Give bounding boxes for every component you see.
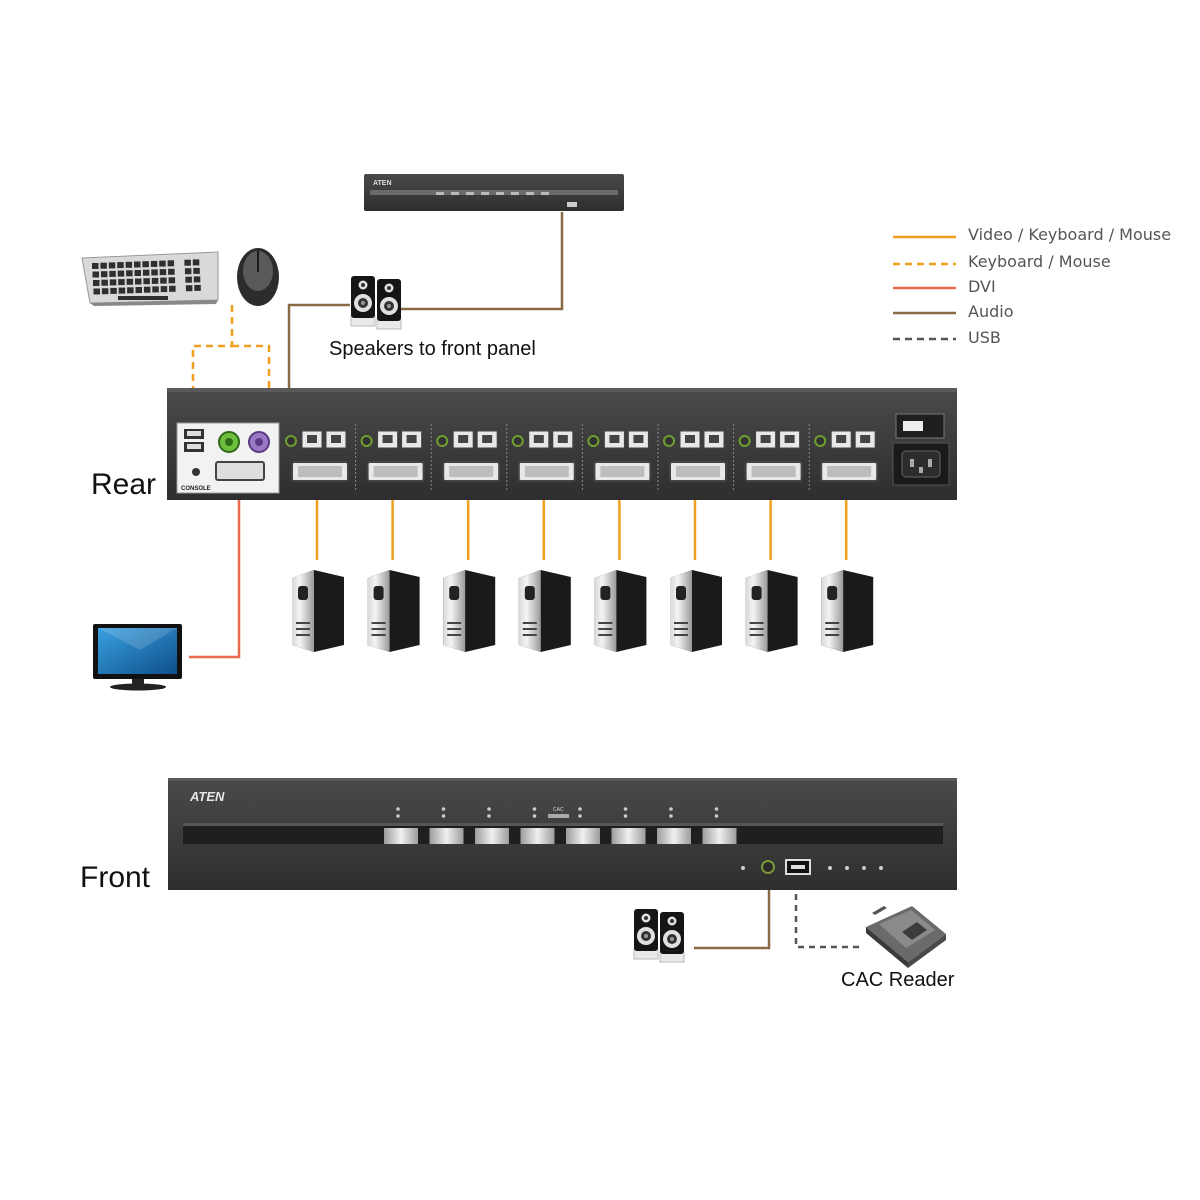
console-usb-ports [184, 429, 204, 452]
computer-tower-icon [292, 570, 344, 652]
monitor-icon [93, 624, 182, 691]
port-led [396, 807, 400, 811]
port-select-button-3[interactable] [475, 828, 509, 844]
audio-port [663, 435, 675, 447]
console-audio-port [192, 468, 200, 476]
port-led [441, 807, 446, 811]
port-led [714, 807, 719, 811]
cac-reader-icon [866, 906, 946, 968]
port-led [623, 814, 628, 818]
port-led [714, 814, 719, 818]
front-cac-label: CAC [553, 807, 564, 813]
audio-port [511, 435, 524, 447]
audio-port [587, 435, 600, 447]
speaker-icon [350, 276, 402, 330]
legend-item-keyboard-mouse: Keyboard / Mouse [968, 252, 1111, 271]
top-unit-brand: ATEN [373, 180, 392, 187]
front-led [741, 866, 745, 870]
rear-label: Rear [91, 468, 157, 501]
rear-port-group-4 [506, 424, 576, 492]
audio-port [814, 435, 827, 447]
speaker-icon [633, 909, 685, 963]
front-audio-port [761, 860, 775, 874]
front-panel: ATEN CAC [168, 778, 957, 890]
port-select-button-7[interactable] [657, 828, 691, 844]
port-select-button-8[interactable] [702, 828, 737, 844]
port-select-button-2[interactable] [429, 828, 464, 844]
port-select-button-5[interactable] [566, 828, 600, 844]
port-led [487, 807, 491, 811]
computer-tower-icon [670, 570, 722, 652]
legend-item-usb: USB [968, 328, 1001, 347]
rear-port-group-7 [733, 424, 803, 492]
rear-panel: CONSOLE [167, 388, 957, 500]
port-led [623, 807, 628, 811]
status-led [862, 866, 866, 870]
port-led [487, 814, 491, 818]
rear-port-group-2 [355, 424, 425, 492]
computer-tower-icon [745, 570, 798, 652]
top-unit: ATEN [364, 174, 624, 211]
computer-tower-icon [594, 570, 647, 652]
rear-port-group-5 [581, 424, 652, 492]
dvi-cable [189, 492, 241, 659]
port-led [441, 814, 446, 818]
keyboard-icon [81, 251, 219, 306]
kbm-cable-keyboard [191, 305, 234, 405]
mouse-icon [237, 248, 279, 306]
port-led [578, 807, 582, 811]
legend-item-audio: Audio [968, 302, 1014, 321]
cables [189, 212, 863, 950]
computer-tower-icon [821, 570, 874, 652]
status-led [879, 866, 883, 870]
port-led [578, 814, 582, 818]
legend-item-video-keyboard-mouse: Video / Keyboard / Mouse [968, 225, 1172, 244]
audio-cable-top-unit [400, 212, 564, 311]
speakers-caption: Speakers to front panel [329, 338, 536, 360]
front-brand-logo: ATEN [189, 789, 225, 804]
status-led [845, 866, 849, 870]
port-select-button-6[interactable] [611, 828, 646, 844]
legend-item-dvi: DVI [968, 277, 996, 296]
audio-port [436, 435, 449, 447]
usb-cable-front [794, 883, 863, 949]
port-led [669, 814, 673, 818]
audio-cable-front [694, 870, 771, 950]
rear-port-group-6 [657, 424, 727, 492]
rear-port-group-8 [808, 424, 879, 492]
computer-tower-icon [443, 570, 496, 652]
audio-cable-rear [287, 303, 350, 388]
port-led [396, 814, 400, 818]
audio-port [738, 435, 751, 447]
rear-port-group-1 [285, 430, 349, 482]
console-dvi-port [215, 461, 265, 481]
front-label: Front [80, 861, 151, 894]
status-led [828, 866, 832, 870]
audio-port [360, 435, 373, 447]
port-led [532, 807, 537, 811]
port-led [532, 814, 537, 818]
port-select-button-4[interactable] [520, 828, 555, 844]
console-label: CONSOLE [181, 486, 211, 492]
port-led [669, 807, 673, 811]
cac-reader-caption: CAC Reader [841, 969, 955, 991]
rear-port-group-3 [430, 424, 501, 492]
kbm-cable-mouse [232, 344, 271, 405]
port-select-button-1[interactable] [384, 828, 418, 844]
audio-port [285, 435, 297, 447]
computer-tower-icon [367, 570, 420, 652]
computer-tower-icon [518, 570, 571, 652]
